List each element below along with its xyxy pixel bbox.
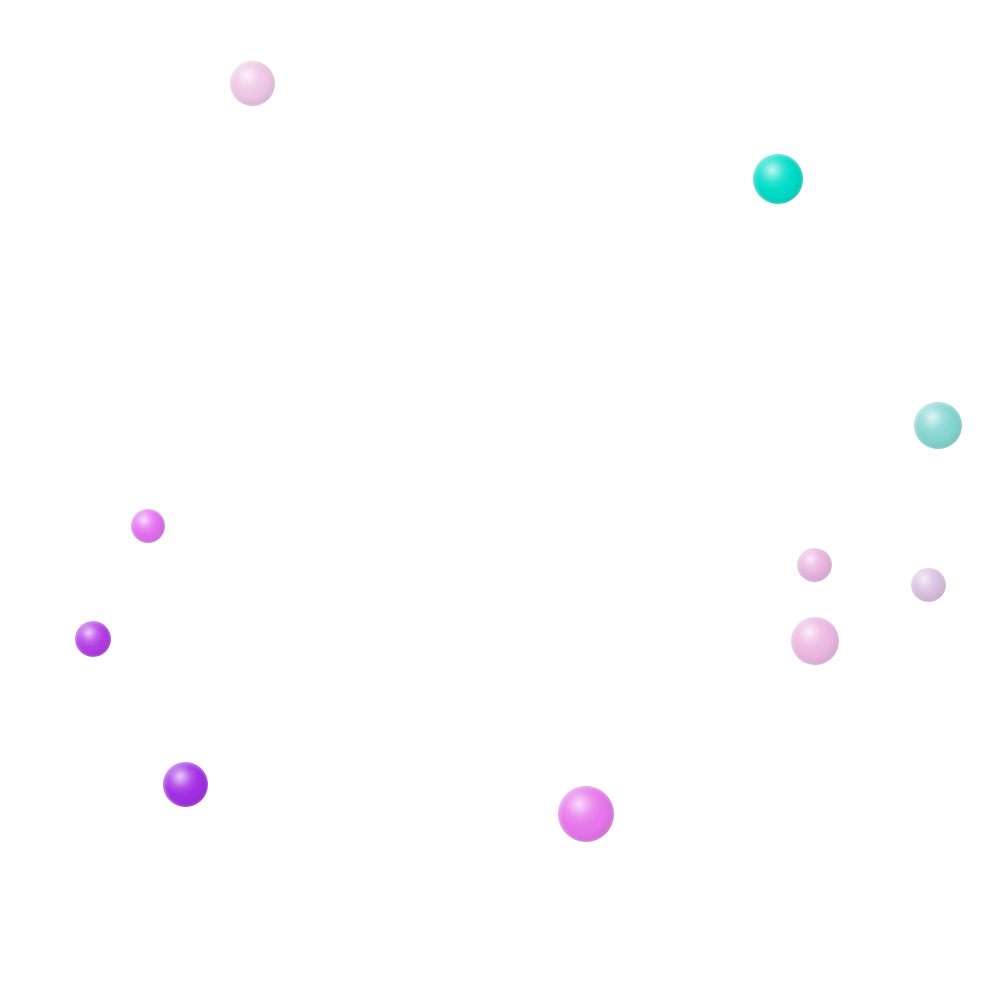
sphere [558,786,614,842]
sphere [797,548,832,582]
sphere [914,402,962,449]
sphere [163,762,208,807]
sphere [131,509,165,543]
sphere [230,61,275,106]
sphere [75,621,111,657]
sphere [753,154,803,204]
sphere [791,617,839,665]
sphere [911,568,946,602]
